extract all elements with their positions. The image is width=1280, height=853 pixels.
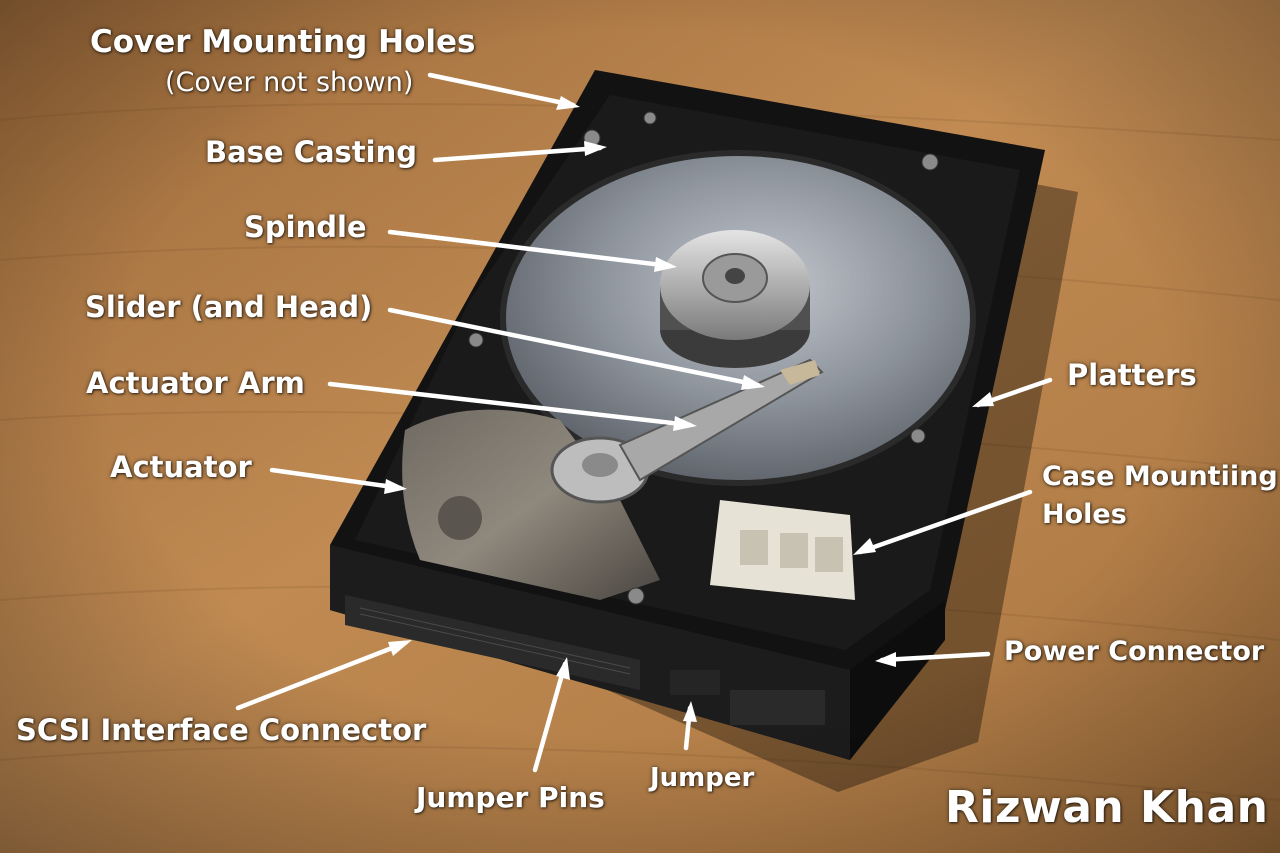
- author-signature: Rizwan Khan: [945, 782, 1269, 833]
- label-power-connector: Power Connector: [1004, 636, 1265, 667]
- label-case-mounting-holes-1: Case Mountiing: [1042, 461, 1278, 492]
- label-scsi-interface-connector: SCSI Interface Connector: [16, 713, 427, 747]
- label-slider-head: Slider (and Head): [85, 290, 373, 324]
- label-cover-not-shown: (Cover not shown): [165, 67, 414, 98]
- label-case-mounting-holes-2: Holes: [1042, 499, 1127, 530]
- label-platters: Platters: [1067, 358, 1197, 392]
- label-base-casting: Base Casting: [205, 135, 418, 169]
- annotation-arrowheads: [384, 96, 994, 722]
- label-spindle: Spindle: [244, 210, 367, 244]
- label-actuator-arm: Actuator Arm: [86, 366, 305, 400]
- label-jumper: Jumper: [650, 763, 755, 793]
- label-jumper-pins: Jumper Pins: [416, 781, 605, 814]
- label-actuator: Actuator: [110, 450, 252, 484]
- annotation-arrows: [235, 72, 1053, 773]
- label-cover-mounting-holes: Cover Mounting Holes: [90, 24, 476, 60]
